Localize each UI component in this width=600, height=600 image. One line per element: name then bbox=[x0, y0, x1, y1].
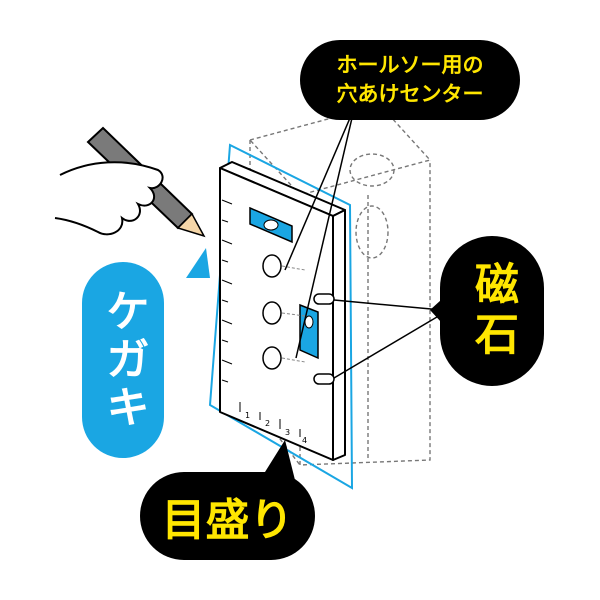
hand-icon bbox=[54, 161, 164, 236]
label-hole-saw-center-line2: 穴あけセンター bbox=[336, 82, 484, 106]
magnet-tail bbox=[430, 300, 441, 322]
hole-center-marks bbox=[281, 265, 306, 363]
label-magnet: 磁石 bbox=[440, 236, 544, 386]
ruler-tick-label-2: 2 bbox=[265, 419, 270, 428]
marking-tail bbox=[186, 248, 210, 278]
label-magnet-text: 磁石 bbox=[467, 261, 518, 361]
marking-plane bbox=[208, 143, 354, 490]
scale-tail bbox=[260, 440, 295, 480]
label-marking: ケガキ bbox=[82, 262, 164, 458]
level-vial-top bbox=[249, 206, 293, 244]
center-holes bbox=[262, 254, 282, 370]
ruler-tick-label-4: 4 bbox=[302, 436, 307, 445]
leader-lines bbox=[284, 117, 443, 379]
label-hole-saw-center-line1: ホールソー用の bbox=[336, 53, 484, 77]
label-scale: 目盛り bbox=[140, 472, 315, 560]
level-vial-side bbox=[299, 303, 319, 360]
magnets bbox=[313, 293, 335, 385]
label-scale-text: 目盛り bbox=[161, 495, 294, 546]
ruler-tick-label-3: 3 bbox=[285, 428, 290, 437]
label-marking-text: ケガキ bbox=[98, 288, 149, 432]
template-plate bbox=[219, 161, 346, 461]
ruler-tick-label-1: 1 bbox=[245, 411, 250, 420]
label-hole-saw-center: ホールソー用の 穴あけセンター bbox=[300, 40, 520, 120]
ruler-ticks bbox=[221, 199, 301, 437]
